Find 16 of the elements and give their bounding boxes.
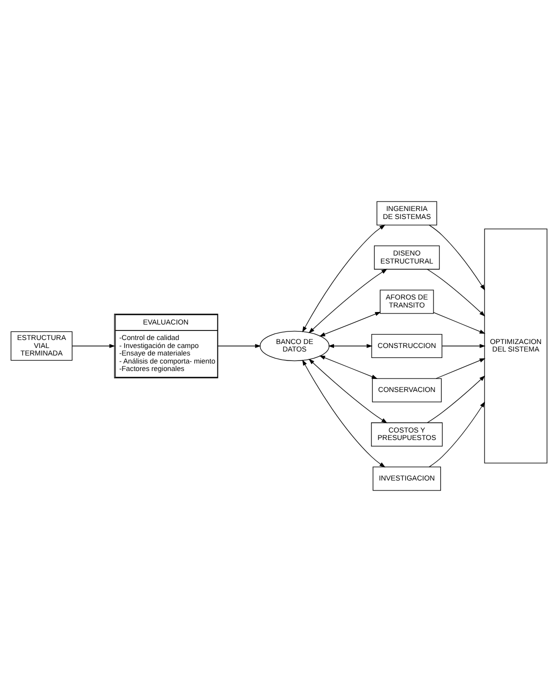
arrow — [319, 356, 378, 379]
arrow — [442, 344, 486, 348]
arrow — [302, 360, 386, 468]
arrow — [218, 344, 261, 348]
arrow — [308, 268, 388, 334]
arrow — [433, 312, 486, 334]
arrow — [436, 358, 486, 379]
arrow — [72, 344, 116, 348]
arrow — [308, 358, 388, 424]
arrow — [428, 401, 486, 468]
arrow — [427, 375, 486, 423]
arrow — [427, 269, 486, 317]
arrow — [319, 312, 381, 336]
arrow — [302, 224, 386, 332]
arrow — [328, 344, 373, 348]
arrow — [428, 224, 486, 291]
